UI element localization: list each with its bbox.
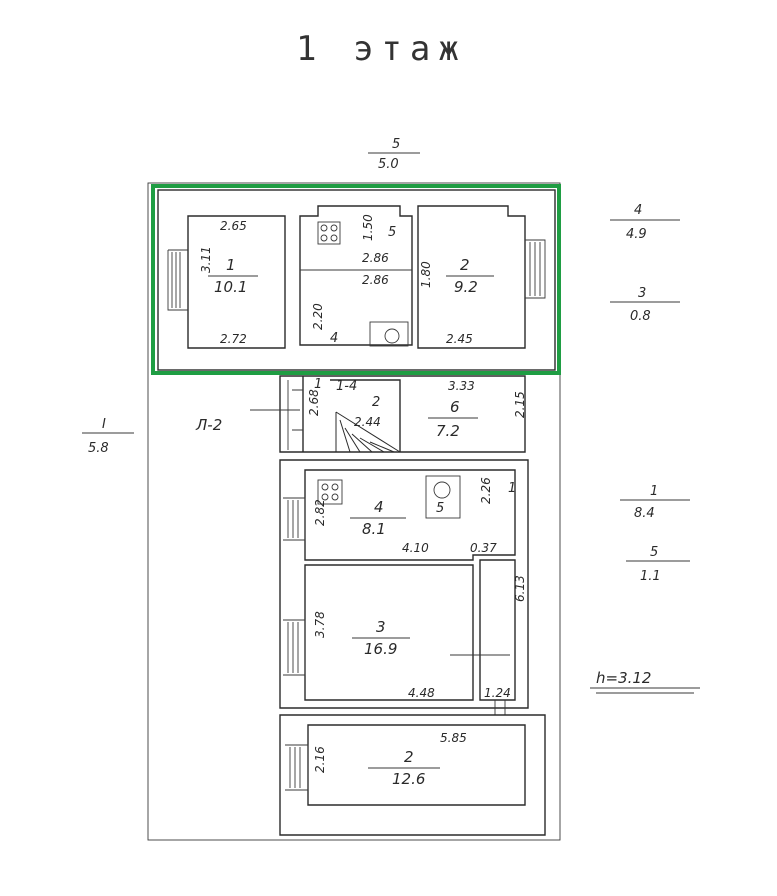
room-3-area: 16.9 (364, 640, 397, 658)
side-num: 5 (392, 137, 400, 152)
room-2b-num: 2 (404, 748, 414, 766)
middle-block (279, 459, 529, 715)
dim: 2.26 (479, 477, 493, 504)
dim: 1.80 (419, 261, 433, 288)
lot-boundary (147, 182, 561, 841)
dim: 2.72 (220, 332, 247, 346)
dim: 3.11 (199, 246, 213, 273)
dim: 1.24 (484, 686, 511, 700)
dim: 2.65 (220, 219, 247, 233)
room-1-num: 1 (226, 256, 236, 274)
room-5-num: 5 (436, 501, 444, 516)
plan-title: 1 этаж (296, 29, 467, 69)
side-num: I (102, 417, 106, 432)
lower-block (279, 714, 546, 836)
dim: 3.33 (448, 379, 475, 393)
small-label: 1 (508, 481, 516, 496)
stair-block (250, 375, 526, 453)
room-4-num: 4 (374, 498, 384, 516)
stair-label: Л-2 (195, 416, 222, 434)
dim: 2.82 (313, 499, 327, 526)
room-6-area: 7.2 (436, 422, 460, 440)
dim: 1.50 (361, 214, 375, 241)
side-area: 5.0 (378, 157, 399, 172)
dim: 2.86 (362, 273, 389, 287)
small-label: 5 (388, 225, 396, 240)
side-num: 1 (650, 484, 658, 499)
room-2-num: 2 (460, 256, 470, 274)
small-labels: 5 4 1 1-4 2 1 (314, 225, 516, 496)
dim: 4.48 (408, 686, 435, 700)
small-label: 1 (314, 377, 322, 392)
small-label: 2 (372, 395, 380, 410)
room-3-num: 3 (376, 618, 386, 636)
side-area: 8.4 (634, 506, 655, 521)
dim: 2.20 (311, 303, 325, 330)
dim: 2.45 (446, 332, 473, 346)
small-label: 1-4 (336, 379, 357, 394)
dim: 2.86 (362, 251, 389, 265)
small-label: 4 (330, 331, 338, 346)
dim: 6.13 (513, 575, 527, 602)
ceiling-height-note: h=3.12 (590, 669, 700, 694)
dim: 2.15 (513, 391, 527, 418)
dim: 3.78 (313, 611, 327, 638)
selection-highlight (151, 184, 561, 375)
dim: 5.85 (440, 731, 467, 745)
side-area: 5.8 (88, 441, 109, 456)
dim: 2.16 (313, 746, 327, 773)
room-6-num: 6 (450, 398, 460, 416)
dim: 0.37 (470, 541, 497, 555)
ceiling-height: h=3.12 (596, 669, 651, 687)
dimension-labels: 2.65 3.11 2.72 1.50 2.86 2.86 2.20 1.80 … (199, 214, 527, 773)
dim: 4.10 (402, 541, 429, 555)
side-labels: 5 5.0 4 4.9 3 0.8 I 5.8 1 8.4 5 1.1 (82, 137, 690, 584)
dim: 2.68 (307, 389, 321, 416)
side-num: 4 (634, 203, 642, 218)
dim: 2.44 (354, 415, 381, 429)
side-area: 0.8 (630, 309, 651, 324)
room-1-area: 10.1 (214, 278, 247, 296)
room-2b-area: 12.6 (392, 770, 425, 788)
side-area: 4.9 (626, 227, 647, 242)
side-num: 5 (650, 545, 658, 560)
room-2-area: 9.2 (454, 278, 478, 296)
side-area: 1.1 (640, 569, 661, 584)
upper-block (157, 189, 556, 371)
side-num: 3 (638, 286, 646, 301)
room-4-area: 8.1 (362, 520, 386, 538)
room-labels: 1 10.1 2 9.2 6 7.2 4 8.1 5 3 16.9 2 12.6 (208, 256, 494, 788)
